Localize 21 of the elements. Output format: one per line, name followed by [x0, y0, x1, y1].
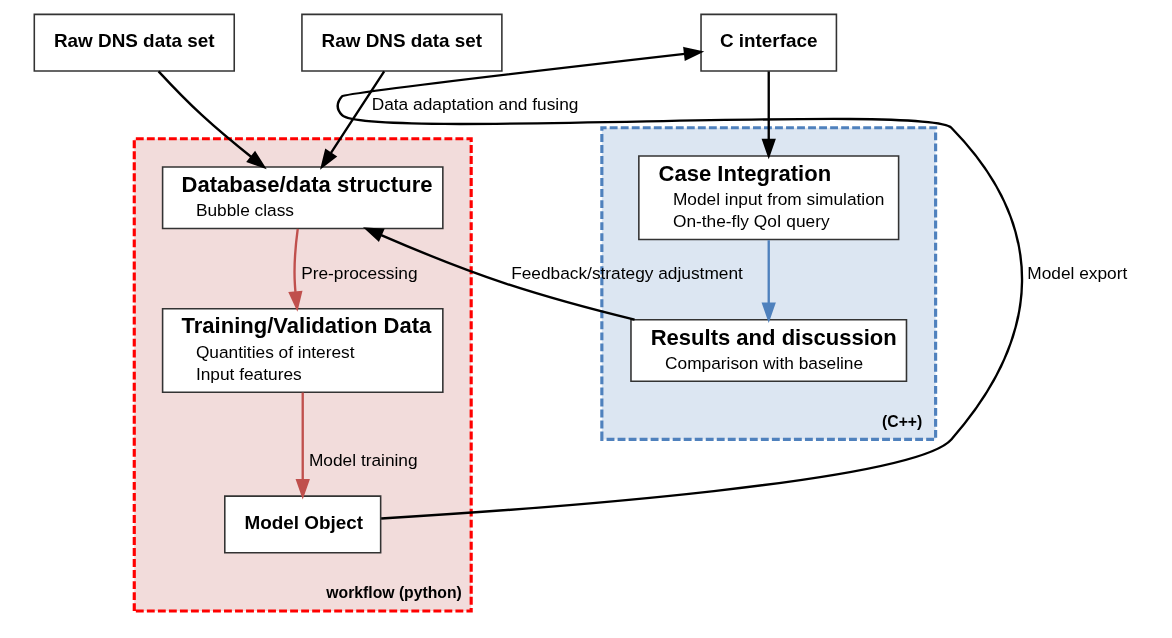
node-box: C interface [699, 13, 837, 72]
node-box: Model Object [223, 495, 381, 554]
arrow [157, 70, 267, 170]
node-box: Raw DNS data set [33, 13, 235, 72]
arrow [362, 227, 635, 321]
arrow [295, 392, 310, 500]
edge-label: Pre-processing [300, 262, 418, 283]
node-box: Case Integration Model input from simulation On-the-fly QoI query [637, 155, 899, 241]
edge-label: Data adaptation and fusing [371, 94, 578, 115]
edge-label: Feedback/strategy adjustment [510, 262, 743, 283]
edge-label: Model training [308, 449, 418, 470]
node-box: Training/Validation Data Quantities of interest Input features [161, 308, 444, 393]
arrow [761, 240, 776, 324]
arrow [761, 71, 776, 160]
node-box: Database/data structure Bubble class [161, 166, 444, 230]
arrow [287, 228, 303, 312]
node-box: Results and discussion Comparison with baseline [629, 319, 907, 382]
edge-label: Model export [1026, 262, 1127, 283]
arrow [337, 46, 1023, 520]
arrow [319, 70, 385, 170]
node-box: Raw DNS data set [300, 13, 503, 72]
